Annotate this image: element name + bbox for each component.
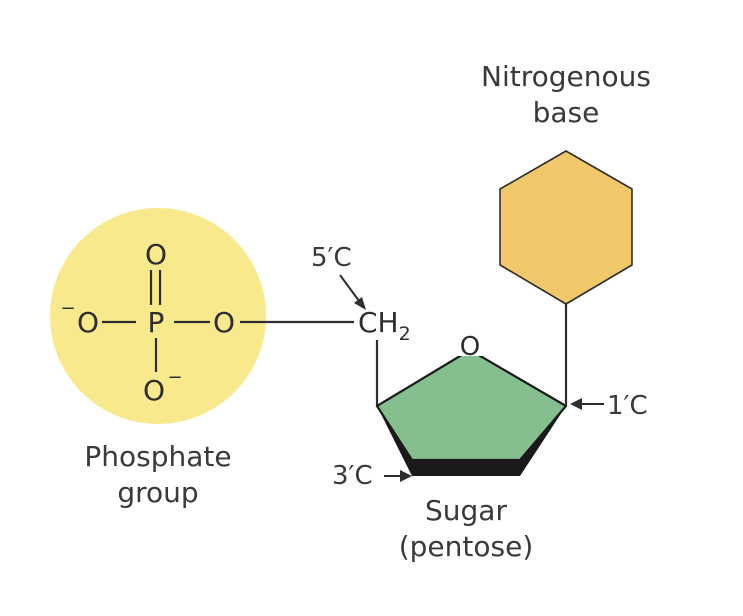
phosphate-bottom-oxygen: O <box>143 374 165 407</box>
c3-arrowhead <box>400 470 412 482</box>
base-label-line2: base <box>533 96 600 129</box>
phosphate-p: P <box>148 306 165 339</box>
c5-label: 5′C <box>311 243 352 273</box>
phosphate-left-charge: − <box>60 298 75 319</box>
ring-oxygen: O <box>460 332 480 362</box>
sugar-ring-underside <box>377 406 566 476</box>
c1-arrowhead <box>570 398 582 410</box>
sugar-label-line1: Sugar <box>425 494 507 527</box>
ch2-main: CH <box>358 306 399 339</box>
sugar-label-line2: (pentose) <box>399 530 534 563</box>
nitrogenous-base-hexagon <box>499 150 633 305</box>
phosphate-circle <box>50 208 266 424</box>
phosphate-top-oxygen: O <box>145 238 167 271</box>
c5-arrowhead <box>354 297 366 310</box>
phosphate-right-oxygen: O <box>213 306 235 339</box>
phosphate-bottom-charge: − <box>167 367 182 388</box>
base-label-line1: Nitrogenous <box>481 60 651 93</box>
phosphate-label-line2: group <box>117 476 198 509</box>
ch2-subscript: 2 <box>399 323 411 345</box>
c1-label: 1′C <box>607 391 648 421</box>
phosphate-left-oxygen: O <box>77 306 99 339</box>
phosphate-label-line1: Phosphate <box>84 440 231 473</box>
ring-oxygen-bg <box>458 328 482 356</box>
c3-label: 3′C <box>332 461 373 491</box>
ch2-label: CH2 <box>358 306 411 345</box>
sugar-ring <box>375 348 568 462</box>
